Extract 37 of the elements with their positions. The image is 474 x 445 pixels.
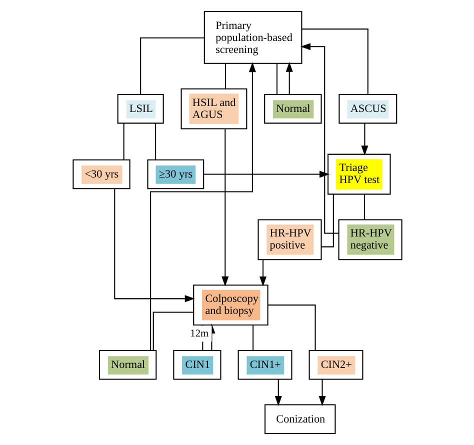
connector xyxy=(122,123,124,160)
node-box: HR-HPV negative xyxy=(338,219,402,260)
node-box: <30 yrs xyxy=(72,159,130,190)
node-box: Primary population-based screening xyxy=(203,11,302,64)
arrow xyxy=(221,129,228,286)
arrow xyxy=(318,379,326,406)
node-box: ASCUS xyxy=(338,94,397,124)
node-box: LSIL xyxy=(116,94,164,124)
node-box: Colposcopy and biopsy xyxy=(192,284,268,326)
node-box: Conization xyxy=(264,404,336,434)
arrow xyxy=(274,379,282,406)
connector xyxy=(301,28,368,94)
connector xyxy=(152,312,194,350)
arrow xyxy=(259,260,266,287)
connector xyxy=(320,194,334,248)
connector xyxy=(268,304,316,350)
arrow xyxy=(360,123,368,156)
node-box: CIN2+ xyxy=(308,350,363,380)
node-box: CIN1+ xyxy=(237,350,292,380)
connector xyxy=(364,194,365,220)
connector xyxy=(252,325,254,350)
node-box: HSIL and AGUS xyxy=(180,88,247,130)
connector xyxy=(140,37,204,94)
node-box: Normal xyxy=(264,94,322,124)
arrow xyxy=(285,62,292,94)
connector xyxy=(276,63,277,94)
edge-label: 12m xyxy=(190,328,208,340)
arrow xyxy=(203,170,330,178)
arrow xyxy=(300,43,338,234)
node-box: HR-HPV positive xyxy=(257,219,322,260)
arrow xyxy=(114,188,194,302)
connector xyxy=(224,63,226,89)
node-box: CIN1 xyxy=(172,350,221,380)
node-box: Triage HPV test xyxy=(327,154,390,195)
connector xyxy=(154,123,156,160)
node-box: Normal xyxy=(98,350,156,380)
node-box: ≥30 yrs xyxy=(146,159,204,190)
